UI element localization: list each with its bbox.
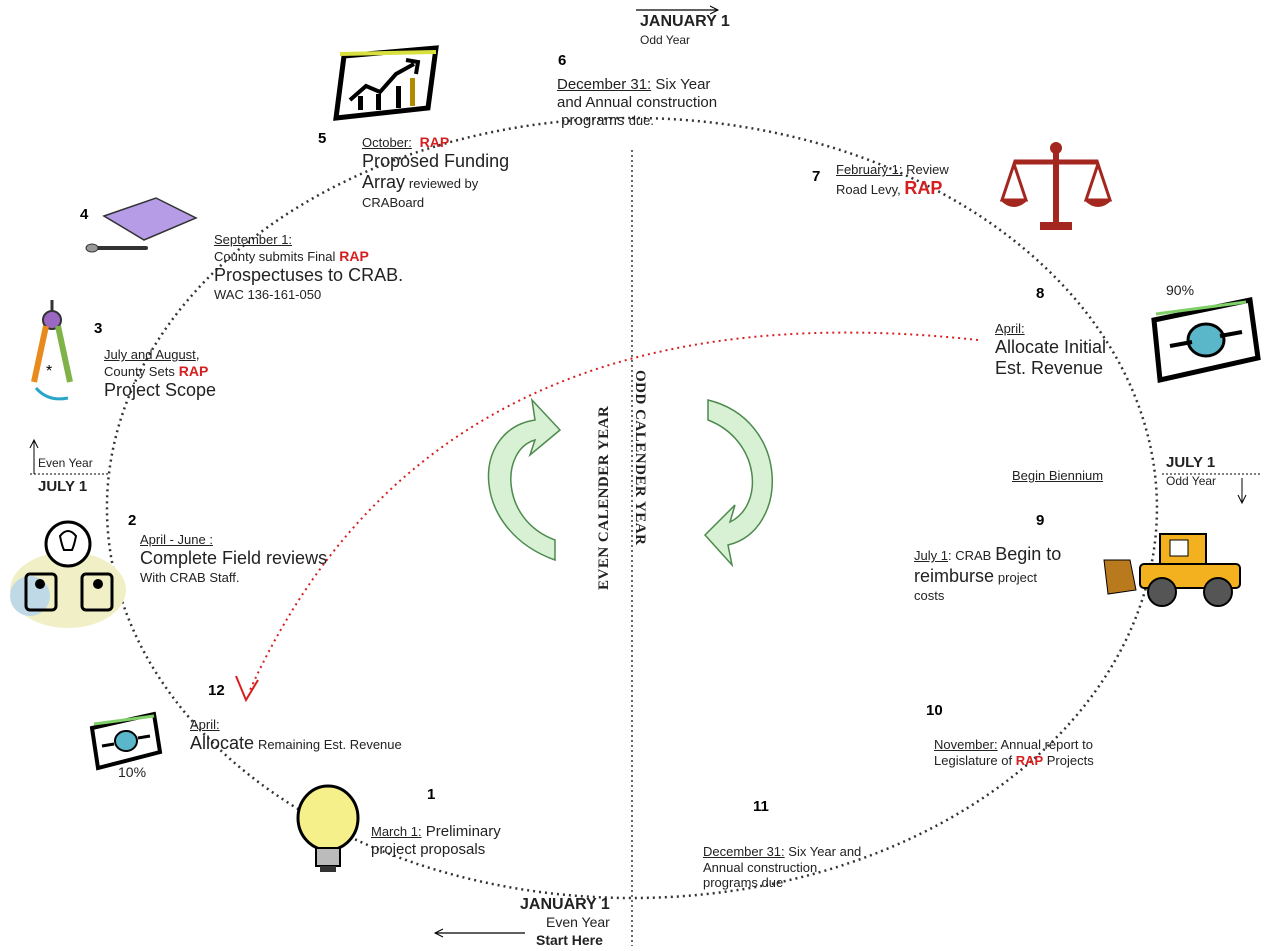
jan1-odd-title: JANUARY 1 xyxy=(640,13,730,30)
step-4-number: 4 xyxy=(80,206,89,223)
step-10-text: November: Annual report to Legislature o… xyxy=(934,737,1094,768)
chart-icon xyxy=(333,45,439,121)
step-5-text: October: RAP Proposed Funding Array revi… xyxy=(362,134,510,210)
step-1-number: 1 xyxy=(427,786,436,803)
step-1-text: March 1: Preliminary project proposals xyxy=(371,823,501,858)
step-12-text: April: Allocate Remaining Est. Revenue xyxy=(190,717,402,753)
jan1-even-sub: Even Year xyxy=(546,914,610,930)
folder-pen-icon xyxy=(85,197,198,253)
jan1-even-title: JANUARY 1 xyxy=(520,896,610,913)
step-7-text: February 1: Review Road Levy, RAP xyxy=(836,162,949,198)
step-3-number: 3 xyxy=(94,320,103,337)
scales-icon xyxy=(999,142,1113,230)
step-11-text: December 31: Six Year and Annual constru… xyxy=(703,844,862,891)
step-5-number: 5 xyxy=(318,130,327,147)
svg-text:*: * xyxy=(46,363,52,380)
odd-calendar-year-label: ODD CALENDER YEAR xyxy=(632,370,648,546)
jul1-odd-title: JULY 1 xyxy=(1166,454,1216,471)
cycle-ring xyxy=(105,116,1159,900)
money-icon xyxy=(89,711,163,771)
jul1-odd-sub: Odd Year xyxy=(1166,474,1217,488)
step-12-percent: 10% xyxy=(118,764,147,780)
start-here: Start Here xyxy=(536,932,603,948)
money-icon xyxy=(1151,297,1261,384)
begin-biennium: Begin Biennium xyxy=(1012,468,1104,483)
compass-icon: * xyxy=(31,300,73,401)
step-9-number: 9 xyxy=(1036,512,1045,529)
step-8-percent: 90% xyxy=(1166,282,1195,298)
odd-year-arrow xyxy=(703,399,774,568)
jul1-even-title: JULY 1 xyxy=(38,478,88,495)
reallocation-arrow xyxy=(249,331,979,691)
step-2-text: April - June : Complete Field reviews Wi… xyxy=(140,532,328,586)
step-3-text: July and August, County Sets RAP Project… xyxy=(104,346,217,400)
step-6-number: 6 xyxy=(558,52,567,69)
lightbulb-icon xyxy=(296,784,360,872)
step-6-text: December 31: Six Year and Annual constru… xyxy=(557,76,718,129)
jan1-odd-sub: Odd Year xyxy=(640,33,691,47)
even-calendar-year-label: EVEN CALENDER YEAR xyxy=(596,405,612,590)
step-8-number: 8 xyxy=(1036,285,1045,302)
step-4-text: September 1: County submits Final RAP Pr… xyxy=(214,232,404,303)
step-10-number: 10 xyxy=(926,702,943,719)
even-year-arrow xyxy=(487,397,562,562)
step-11-number: 11 xyxy=(753,798,769,815)
step-9-text: July 1: CRAB Begin to reimburse project … xyxy=(914,544,1062,604)
jul1-even-sub: Even Year xyxy=(38,456,93,470)
step-12-number: 12 xyxy=(208,682,225,699)
step-8-text: April: Allocate Initial Est. Revenue xyxy=(995,321,1107,379)
step-7-number: 7 xyxy=(812,168,821,185)
people-idea-icon xyxy=(10,520,126,628)
step-2-number: 2 xyxy=(128,512,137,529)
bulldozer-icon xyxy=(1103,533,1241,607)
